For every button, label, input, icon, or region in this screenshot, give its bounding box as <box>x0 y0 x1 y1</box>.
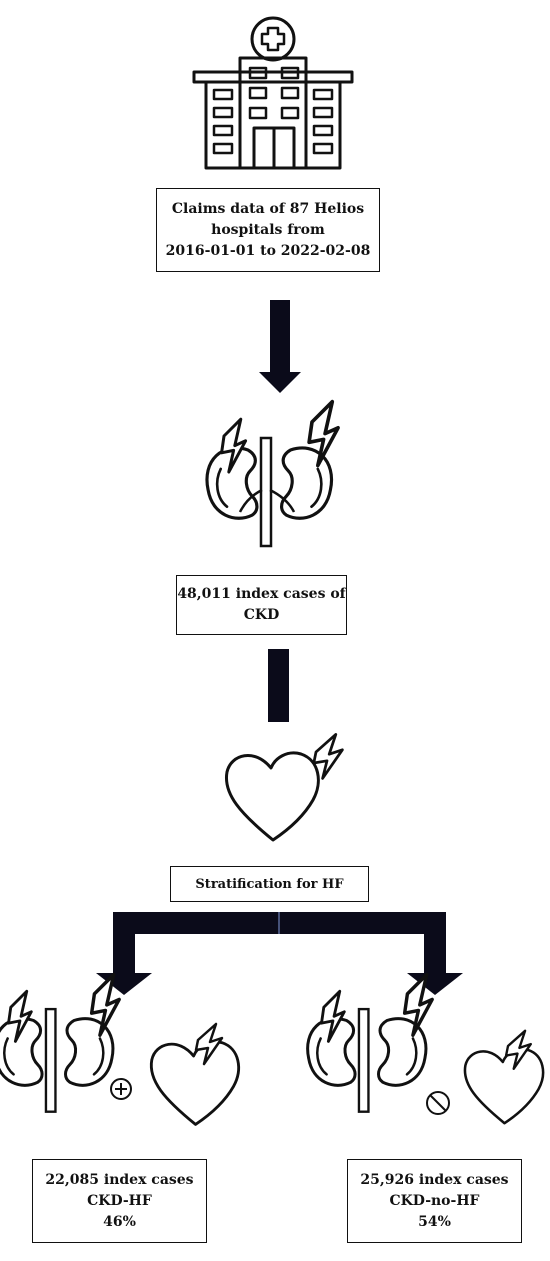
ckd-line-2: CKD <box>243 607 280 623</box>
kidney-icon <box>306 972 434 1113</box>
claims-line-1: Claims data of 87 Helios <box>171 200 365 217</box>
ckd-no-hf-box: 25,926 index cases CKD-no-HF 54% <box>347 1159 522 1243</box>
ckd-index-cases-box: 48,011 index cases of CKD <box>176 575 347 635</box>
hospital-icon <box>192 16 354 170</box>
stratification-box: Stratification for HF <box>170 866 369 902</box>
ckd-hf-line-1: 22,085 index cases <box>45 1171 194 1188</box>
kidney-icon <box>205 399 340 548</box>
plus-icon <box>110 1078 132 1100</box>
arrow-down-icon <box>259 300 301 393</box>
claims-line-2: hospitals from <box>211 221 325 238</box>
stratification-label: Stratification for HF <box>195 876 344 892</box>
ckd-no-hf-line-3: 54% <box>418 1213 451 1230</box>
ckd-no-hf-line-2: CKD-no-HF <box>389 1192 480 1209</box>
ckd-no-hf-line-1: 25,926 index cases <box>360 1171 509 1188</box>
ckd-line-1: 48,011 index cases of <box>177 586 346 602</box>
ckd-hf-line-3: 46% <box>103 1213 136 1230</box>
split-arrows <box>96 912 463 995</box>
ckd-hf-line-2: CKD-HF <box>87 1192 152 1209</box>
connector-bar <box>268 649 289 722</box>
ckd-hf-box: 22,085 index cases CKD-HF 46% <box>32 1159 207 1243</box>
claims-data-box: Claims data of 87 Helios hospitals from … <box>156 188 380 272</box>
prohibited-icon <box>426 1091 450 1115</box>
heart-icon <box>463 1029 545 1125</box>
heart-icon <box>149 1022 241 1126</box>
heart-icon <box>224 733 344 842</box>
kidney-icon <box>0 972 121 1113</box>
claims-line-3: 2016-01-01 to 2022-02-08 <box>165 242 371 259</box>
